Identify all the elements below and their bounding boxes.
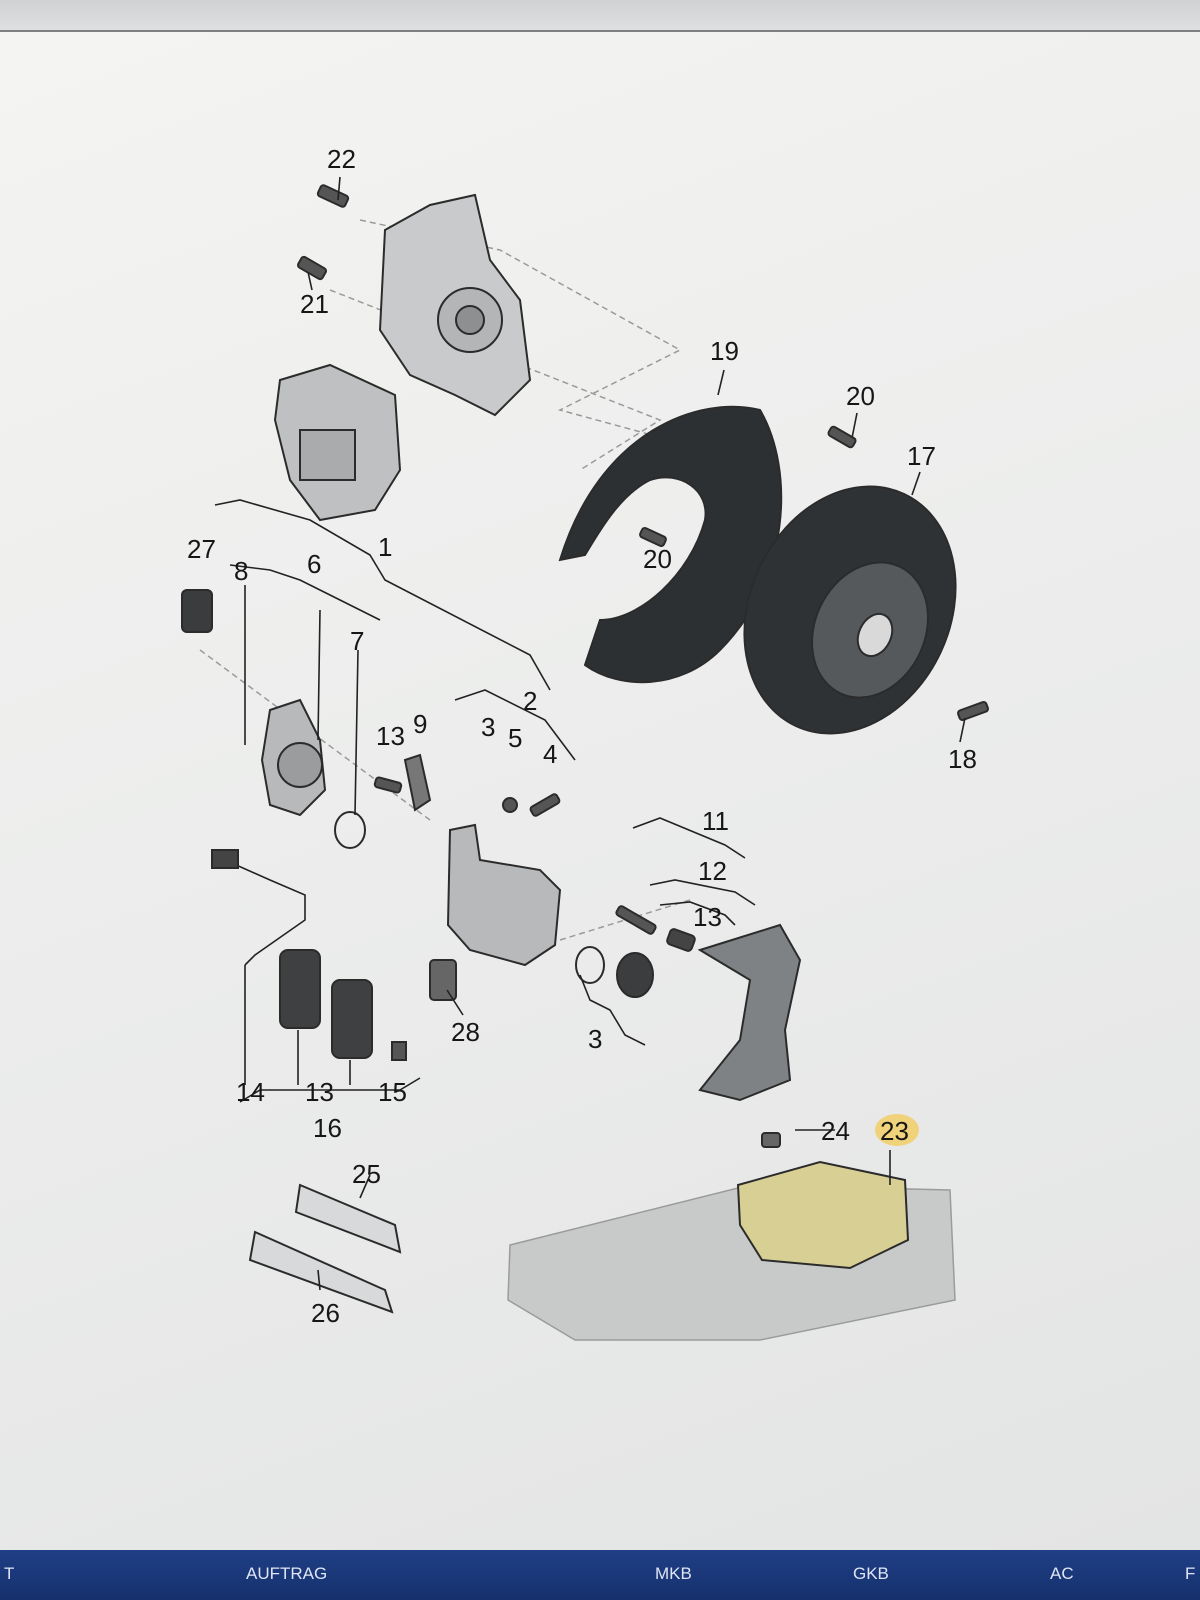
callout-7: 7: [350, 626, 364, 656]
callout-24: 24: [821, 1116, 850, 1146]
callout-3-lower: 3: [588, 1024, 602, 1054]
dust-shield-19[interactable]: [558, 405, 783, 684]
callout-22: 22: [327, 144, 356, 174]
callout-17: 17: [907, 441, 936, 471]
brake-caliper[interactable]: [273, 363, 402, 522]
callout-8: 8: [234, 556, 248, 586]
caliper-bracket-2[interactable]: [446, 823, 562, 967]
callout-23: 23: [880, 1116, 909, 1146]
nut-24[interactable]: [761, 1132, 781, 1148]
callout-15: 15: [378, 1077, 407, 1107]
bolt-20-upper[interactable]: [827, 425, 857, 449]
callout-6: 6: [307, 549, 321, 579]
callout-11: 11: [702, 806, 729, 836]
callout-4: 4: [543, 739, 557, 769]
callout-9: 9: [413, 709, 427, 739]
screen-edge: [0, 30, 1200, 32]
wear-sensor-14[interactable]: [211, 849, 306, 966]
cap-27[interactable]: [181, 589, 213, 633]
callout-18: 18: [948, 744, 977, 774]
callout-28: 28: [451, 1017, 480, 1047]
callout-20-lower: 20: [643, 544, 672, 574]
screw-13-upper[interactable]: [373, 776, 403, 794]
grease-tube-25[interactable]: [294, 1183, 402, 1254]
tab-auftrag[interactable]: AUFTRAG: [246, 1564, 328, 1583]
wheel-bearing-housing[interactable]: [378, 193, 532, 417]
tab-f[interactable]: F: [1185, 1564, 1196, 1583]
bolt-22[interactable]: [316, 184, 350, 208]
o-ring-7[interactable]: [334, 811, 366, 849]
callout-21: 21: [300, 289, 329, 319]
bolt-20-lower[interactable]: [639, 526, 667, 548]
screw-18[interactable]: [957, 701, 989, 721]
tab-t[interactable]: T: [4, 1564, 15, 1583]
clip-9[interactable]: [403, 753, 432, 812]
callout-26: 26: [311, 1298, 340, 1328]
bottom-tab-bar: T AUFTRAG MKB GKB AC F: [0, 1550, 1200, 1600]
spring-clip-15[interactable]: [391, 1041, 407, 1061]
callout-1: 1: [378, 532, 392, 562]
callout-2: 2: [523, 686, 537, 716]
paste-tube-26[interactable]: [248, 1230, 394, 1314]
callout-20-upper: 20: [846, 381, 875, 411]
highlight-marker: [875, 1114, 919, 1146]
callout-3-upper: 3: [481, 712, 495, 742]
bolt-21[interactable]: [296, 255, 328, 281]
callout-13-lower: 13: [305, 1077, 334, 1107]
brake-carrier[interactable]: [697, 923, 802, 1102]
actuator-6[interactable]: [260, 698, 327, 817]
guide-pin[interactable]: [615, 905, 657, 935]
retainer-28[interactable]: [429, 959, 457, 1001]
callout-13-right: 13: [693, 902, 722, 932]
callout-27: 27: [187, 534, 216, 564]
brake-pad-left[interactable]: [279, 949, 321, 1029]
callout-14: 14: [236, 1077, 265, 1107]
brake-pad-right[interactable]: [331, 979, 373, 1059]
callout-5: 5: [508, 723, 522, 753]
tab-mkb[interactable]: MKB: [655, 1564, 692, 1583]
control-module-23[interactable]: [736, 1160, 910, 1270]
pin-5[interactable]: [502, 797, 518, 813]
callout-19: 19: [710, 336, 739, 366]
piston-3[interactable]: [616, 952, 654, 998]
bleeder-4[interactable]: [529, 793, 561, 817]
boot-13[interactable]: [666, 928, 696, 952]
brake-disc-17[interactable]: [705, 452, 994, 769]
seal-ring-3[interactable]: [575, 946, 605, 984]
callout-16: 16: [313, 1113, 342, 1143]
tab-ac[interactable]: AC: [1050, 1564, 1074, 1583]
tab-gkb[interactable]: GKB: [853, 1564, 889, 1583]
callout-13-upper: 13: [376, 721, 405, 751]
callout-25: 25: [352, 1159, 381, 1189]
callout-12: 12: [698, 856, 727, 886]
